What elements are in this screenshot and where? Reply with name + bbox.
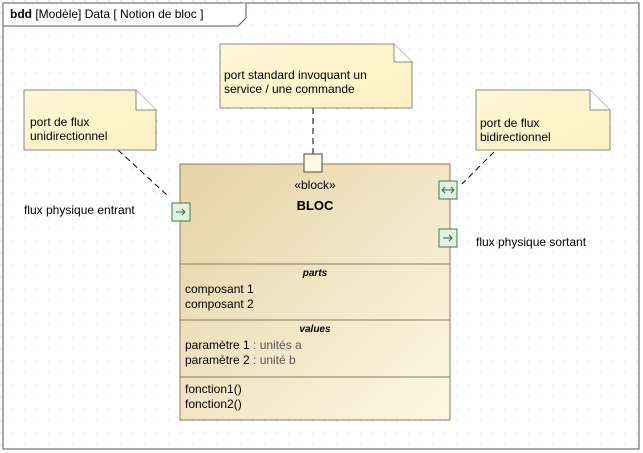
operations-list: fonction1() fonction2() bbox=[185, 382, 242, 412]
flow-in-label: flux physique entrant bbox=[24, 203, 135, 217]
note-unidirectional-line1: port de flux bbox=[30, 115, 90, 129]
standard-port[interactable] bbox=[303, 153, 323, 173]
note-connector-bidir bbox=[461, 151, 495, 185]
parts-compartment-title: parts bbox=[302, 268, 328, 279]
flow-out-label: flux physique sortant bbox=[476, 235, 587, 249]
note-unidirectional bbox=[23, 89, 157, 151]
value-item: paramètre 2 : unité b bbox=[185, 353, 302, 368]
note-standard-line2: service / une commande bbox=[224, 82, 355, 96]
note-bidirectional-line1: port de flux bbox=[480, 116, 540, 130]
block-name: BLOC bbox=[296, 198, 334, 213]
frame-header: bdd [Modèle] Data [ Notion de bloc ] bbox=[10, 7, 203, 21]
note-standard-line1: port standard invoquant un bbox=[224, 68, 367, 82]
note-unidirectional-line2: unidirectionnel bbox=[30, 129, 108, 143]
note-bidirectional-line2: bidirectionnel bbox=[480, 130, 551, 144]
flow-port-bidirectional[interactable] bbox=[438, 180, 458, 200]
note-unidirectional-text: port de flux unidirectionnel bbox=[30, 115, 107, 143]
note-bidirectional bbox=[475, 89, 611, 151]
value-name: paramètre 2 bbox=[185, 353, 250, 367]
note-connector-uni bbox=[117, 149, 169, 197]
part-item: composant 2 bbox=[185, 297, 254, 311]
value-type: : unité b bbox=[249, 353, 296, 367]
value-name: paramètre 1 bbox=[185, 338, 250, 352]
parts-list: composant 1 composant 2 bbox=[185, 282, 254, 312]
value-type: : unités a bbox=[249, 338, 302, 352]
value-item: paramètre 1 : unités a bbox=[185, 338, 302, 353]
block-stereotype: «block» bbox=[294, 178, 336, 192]
note-bidirectional-text: port de flux bidirectionnel bbox=[480, 116, 551, 144]
block-bloc[interactable] bbox=[179, 163, 451, 421]
part-item: composant 1 bbox=[185, 282, 254, 296]
note-standard-text: port standard invoquant un service / une… bbox=[224, 68, 367, 96]
operation-item: fonction2() bbox=[185, 397, 242, 411]
frame-kind: bdd bbox=[10, 7, 32, 21]
frame-tab bbox=[3, 3, 247, 27]
frame-title: [Modèle] Data [ Notion de bloc ] bbox=[35, 7, 204, 21]
note-standard bbox=[219, 43, 413, 109]
operation-item: fonction1() bbox=[185, 382, 242, 396]
flow-port-out[interactable] bbox=[438, 228, 458, 248]
arrow-right-icon bbox=[176, 208, 186, 216]
arrow-right-icon bbox=[443, 234, 453, 242]
arrow-left-right-icon bbox=[441, 186, 455, 194]
flow-port-in[interactable] bbox=[171, 202, 191, 222]
values-list: paramètre 1 : unités a paramètre 2 : uni… bbox=[185, 338, 302, 368]
values-compartment-title: values bbox=[299, 324, 331, 335]
